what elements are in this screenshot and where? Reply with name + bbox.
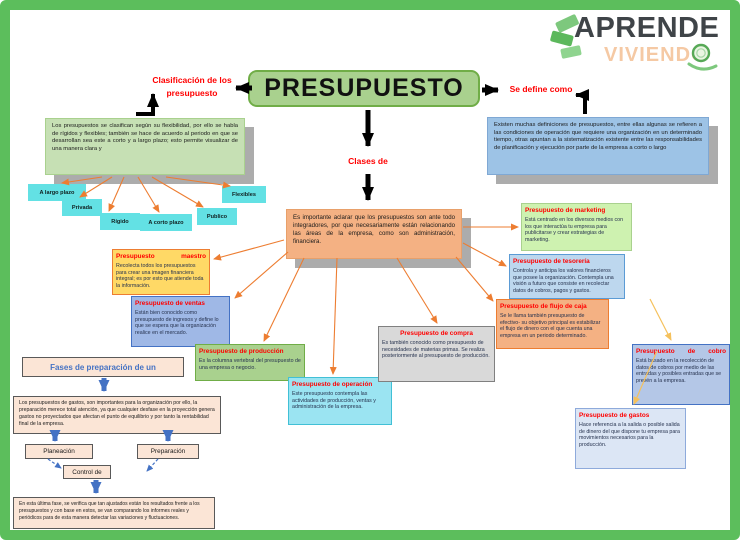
type-box-presupuesto-de-operacion: Presupuesto de operación Este presupuest… <box>288 377 392 425</box>
logo-text-aprende: APRENDE <box>574 12 720 44</box>
leaf-rigido: Rígido <box>100 213 140 230</box>
definition-box: Existen muchas definiciones de presupues… <box>487 117 709 175</box>
type-box-title: Presupuesto de producción <box>199 348 284 355</box>
type-box-body: Es la columna vertebral del presupuesto … <box>199 357 301 371</box>
phase-step-planeacion: Planeación <box>25 444 93 459</box>
type-box-body: Se le llama también presupuesto de efect… <box>500 312 601 340</box>
phase-step-control: Control de <box>63 465 111 479</box>
type-box-title: Presupuesto de flujo de caja <box>500 303 587 310</box>
type-box-presupuesto-de-cobro: Presupuesto de cobro Está basado en la r… <box>632 344 730 405</box>
label-clases-de: Clases de <box>348 156 388 166</box>
type-box-title: Presupuesto de marketing <box>525 207 606 214</box>
type-box-presupuesto-de-flujo-de-caja: Presupuesto de flujo de caja Se le llama… <box>496 299 609 349</box>
phases-conclusion-box: En esta última fase, se verifica que tan… <box>13 497 215 529</box>
type-box-body: Está basado en la recolección de datos d… <box>636 357 722 385</box>
type-box-body: Hace referencia a la salida o posible sa… <box>579 421 681 449</box>
phase-step-preparacion: Preparación <box>137 444 199 459</box>
leaf-a-largo-plazo: A largo plazo <box>28 184 86 201</box>
leaf-flexibles: Flexibles <box>222 186 266 203</box>
central-note-box: Es importante aclarar que los presupuest… <box>286 209 462 259</box>
type-box-title: Presupuesto de compra <box>400 330 473 337</box>
leaf-publico: Publico <box>197 208 237 225</box>
phases-title-box: Fases de preparación de un <box>22 357 184 377</box>
type-box-presupuesto-de-produccion: Presupuesto de producción Es la columna … <box>195 344 305 381</box>
leaf-a-corto-plazo: A corto plazo <box>140 214 192 231</box>
type-box-presupuesto-maestro: Presupuesto maestro Recolecta todos los … <box>112 249 210 295</box>
type-box-title: Presupuesto de operación <box>292 381 373 388</box>
type-box-title: Presupuesto de gastos <box>579 412 650 419</box>
phases-intro-box: Los presupuestos de gastos, son importan… <box>13 396 221 434</box>
classification-summary-box: Los presupuestos se clasifican según su … <box>45 118 245 175</box>
label-clasificacion: Clasificación de los presupuesto <box>152 75 232 99</box>
type-box-body: Están bien conocido como presupuesto de … <box>135 309 219 337</box>
type-box-body: Está centrado en los diversos medios con… <box>525 216 624 244</box>
logo-aprende-viviendo: APRENDE VIVIENDO <box>548 10 732 72</box>
logo-text-viviendo: VIVIENDO <box>604 44 708 66</box>
type-box-presupuesto-de-compra: Presupuesto de compra Es también conocid… <box>378 326 495 382</box>
type-box-body: Es también conocido como presupuesto de … <box>382 339 490 360</box>
type-box-title: Presupuesto de cobro <box>636 348 726 355</box>
type-box-body: Recolecta todos los presupuestos para cr… <box>116 262 204 290</box>
type-box-title: Presupuesto de tesorería <box>513 258 590 265</box>
type-box-body: Este presupuesto contempla las actividad… <box>292 390 376 411</box>
type-box-title: Presupuesto de ventas <box>135 300 205 307</box>
type-box-presupuesto-de-ventas: Presupuesto de ventas Están bien conocid… <box>131 296 230 347</box>
type-box-presupuesto-de-tesoreria: Presupuesto de tesorería Controla y anti… <box>509 254 625 299</box>
logo-decorations <box>550 14 718 71</box>
type-box-presupuesto-de-marketing: Presupuesto de marketing Está centrado e… <box>521 203 632 251</box>
coin-in-hand-icon <box>687 43 718 71</box>
root-node-presupuesto: PRESUPUESTO <box>248 70 480 107</box>
type-box-presupuesto-de-gastos: Presupuesto de gastos Hace referencia a … <box>575 408 686 469</box>
type-box-title: Presupuesto maestro <box>116 253 206 260</box>
label-se-define-como: Se define como <box>509 84 573 94</box>
type-box-body: Controla y anticipa los valores financie… <box>513 267 614 295</box>
money-bills-icon <box>550 14 582 59</box>
leaf-privada: Privada <box>62 199 102 216</box>
